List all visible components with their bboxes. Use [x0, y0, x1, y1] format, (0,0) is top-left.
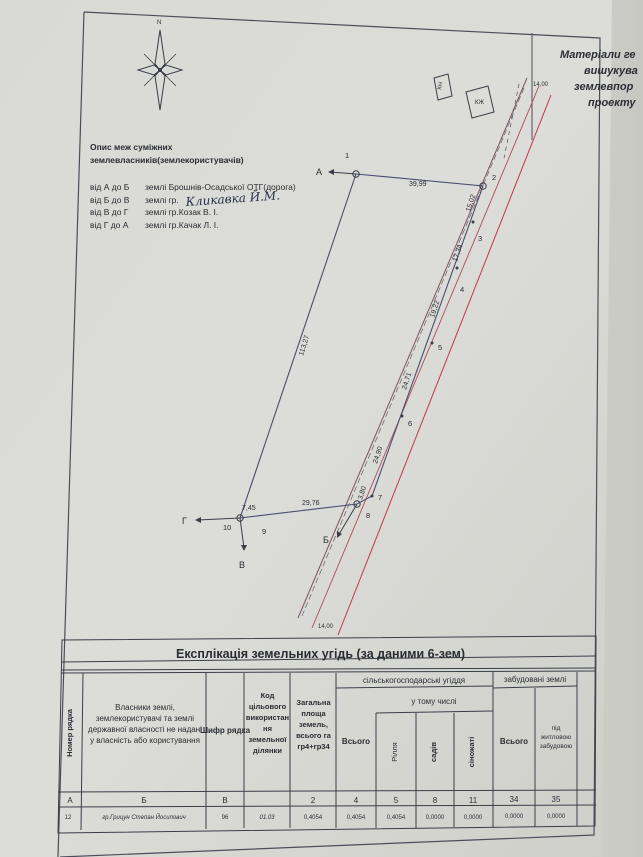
neighbor-range-bv: від Б до В [90, 195, 130, 205]
header-line-4: проекту [588, 97, 636, 109]
index-4: 4 [354, 796, 359, 805]
north-arrow-icon [136, 29, 184, 111]
drawing-frame [59, 11, 601, 857]
neighbor-text-ga: землі гр.Качак Л. І. [145, 220, 219, 230]
cell-owner: гр.Грицун Степан Йосипович [102, 813, 186, 821]
parcel-boundary [239, 173, 484, 519]
paper-sheet [0, 0, 612, 857]
building-kn: КН [433, 73, 453, 101]
neighbor-text-bv: землі гр. [145, 195, 179, 205]
cell-total-area: 0,4054 [304, 815, 323, 821]
point-9: 9 [262, 527, 266, 536]
building-kzh: КЖ [465, 85, 495, 119]
header-code: Шифр рядка [200, 726, 251, 735]
index-34: 34 [510, 795, 519, 804]
point-5: 5 [438, 343, 442, 352]
header-arable: Рілля [390, 742, 399, 761]
header-line-1: Матеріали ге [560, 49, 636, 61]
point-4: 4 [460, 285, 464, 294]
point-3: 3 [478, 234, 482, 243]
header-residential: під житловою забудовою [539, 725, 573, 750]
point-1: 1 [345, 151, 349, 160]
header-line-3: землевпор [574, 81, 634, 93]
header-of-which: у тому числі [411, 697, 456, 706]
header-built-total: Всього [500, 737, 528, 746]
index-35: 35 [552, 795, 561, 804]
cell-row-number: 12 [65, 815, 72, 821]
table-title: Експлікація земельних угідь (за даними 6… [176, 647, 465, 661]
cell-agri-total: 0,4054 [347, 815, 366, 821]
index-8: 8 [433, 796, 438, 805]
index-5: 5 [394, 796, 399, 805]
header-purpose-box: Код цільового використання земельної діл… [245, 691, 290, 755]
header-owners-box: Власники землі, землекористувачі та земл… [88, 703, 202, 745]
header-gardens: садів [429, 742, 438, 762]
point-6: 6 [408, 419, 412, 428]
distance-9-10: 7,45 [242, 505, 256, 512]
index-v: В [222, 796, 227, 805]
index-2: 2 [311, 796, 316, 805]
road-width-bottom: 14,00 [318, 624, 334, 630]
svg-text:КЖ: КЖ [475, 100, 484, 106]
arrow-v-icon [239, 517, 247, 551]
cell-gardens: 0,0000 [426, 815, 445, 821]
index-b: Б [141, 796, 146, 805]
arrow-b-icon [337, 503, 358, 538]
cell-hayfields: 0,0000 [464, 815, 483, 821]
header-owners: Власники землі, землекористувачі та земл… [88, 703, 202, 745]
point-10: 10 [223, 523, 231, 532]
distance-7-8: 3,80 [357, 485, 368, 500]
table-row: 12 гр.Грицун Степан Йосипович 96 01.03 0… [65, 813, 566, 821]
distance-8-9: 29,76 [302, 500, 320, 507]
explication-table [57, 635, 597, 834]
point-8: 8 [366, 511, 370, 520]
drawing-frame-left [57, 11, 85, 857]
cell-residential: 0,0000 [547, 814, 566, 820]
svg-text:КН: КН [437, 82, 444, 91]
letter-v: В [239, 560, 245, 570]
road-width-top: 14,00 [533, 82, 549, 88]
cell-built-total: 0,0000 [505, 814, 524, 820]
cell-arable: 0,4054 [387, 815, 406, 821]
north-label: N [157, 20, 161, 26]
cell-purpose-code: 01.03 [259, 815, 275, 821]
index-a: А [67, 796, 73, 805]
neighbor-text-vg: землі гр.Козак В. І. [145, 207, 218, 217]
distance-1-2: 39,99 [409, 181, 427, 188]
neighbor-range-ga: від Г до А [90, 220, 129, 230]
header-row-number: Номер рядка [65, 708, 74, 757]
letter-b: Б [323, 535, 329, 545]
neighbor-range-ab: від А до Б [90, 182, 130, 192]
header-agri-total: Всього [342, 737, 370, 746]
neighbor-range-vg: від В до Г [90, 207, 129, 217]
header-purpose-code: Код цільового використання земельної діл… [245, 691, 290, 755]
header-agri: сільськогосподарські угіддя [363, 676, 465, 685]
cell-code: 96 [222, 815, 229, 821]
letter-a: А [316, 167, 322, 177]
header-hayfields: сіножаті [467, 737, 476, 768]
road [297, 77, 552, 636]
neighbor-text-ab: землі Брошнів-Осадської ОТГ(дорога) [145, 182, 296, 192]
header-built: забудовані землі [504, 675, 567, 684]
neighbors-title-2: землевласників(землекористувачів) [90, 155, 244, 165]
arrow-a-icon [328, 169, 357, 175]
header-total-area: Загальна площа земель, всього га гр4+гр3… [296, 698, 331, 751]
index-11: 11 [469, 796, 478, 805]
header-line-2: вишукува [584, 65, 638, 77]
arrow-g-icon [195, 517, 241, 523]
header-residential-box: під житловою забудовою [539, 725, 573, 750]
neighbors-title-1: Опис меж суміжних [90, 142, 173, 152]
point-7: 7 [378, 493, 382, 502]
point-2: 2 [492, 173, 496, 182]
letter-g: Г [182, 516, 187, 526]
header-area-box: Загальна площа земель, всього га гр4+гр3… [296, 698, 331, 751]
